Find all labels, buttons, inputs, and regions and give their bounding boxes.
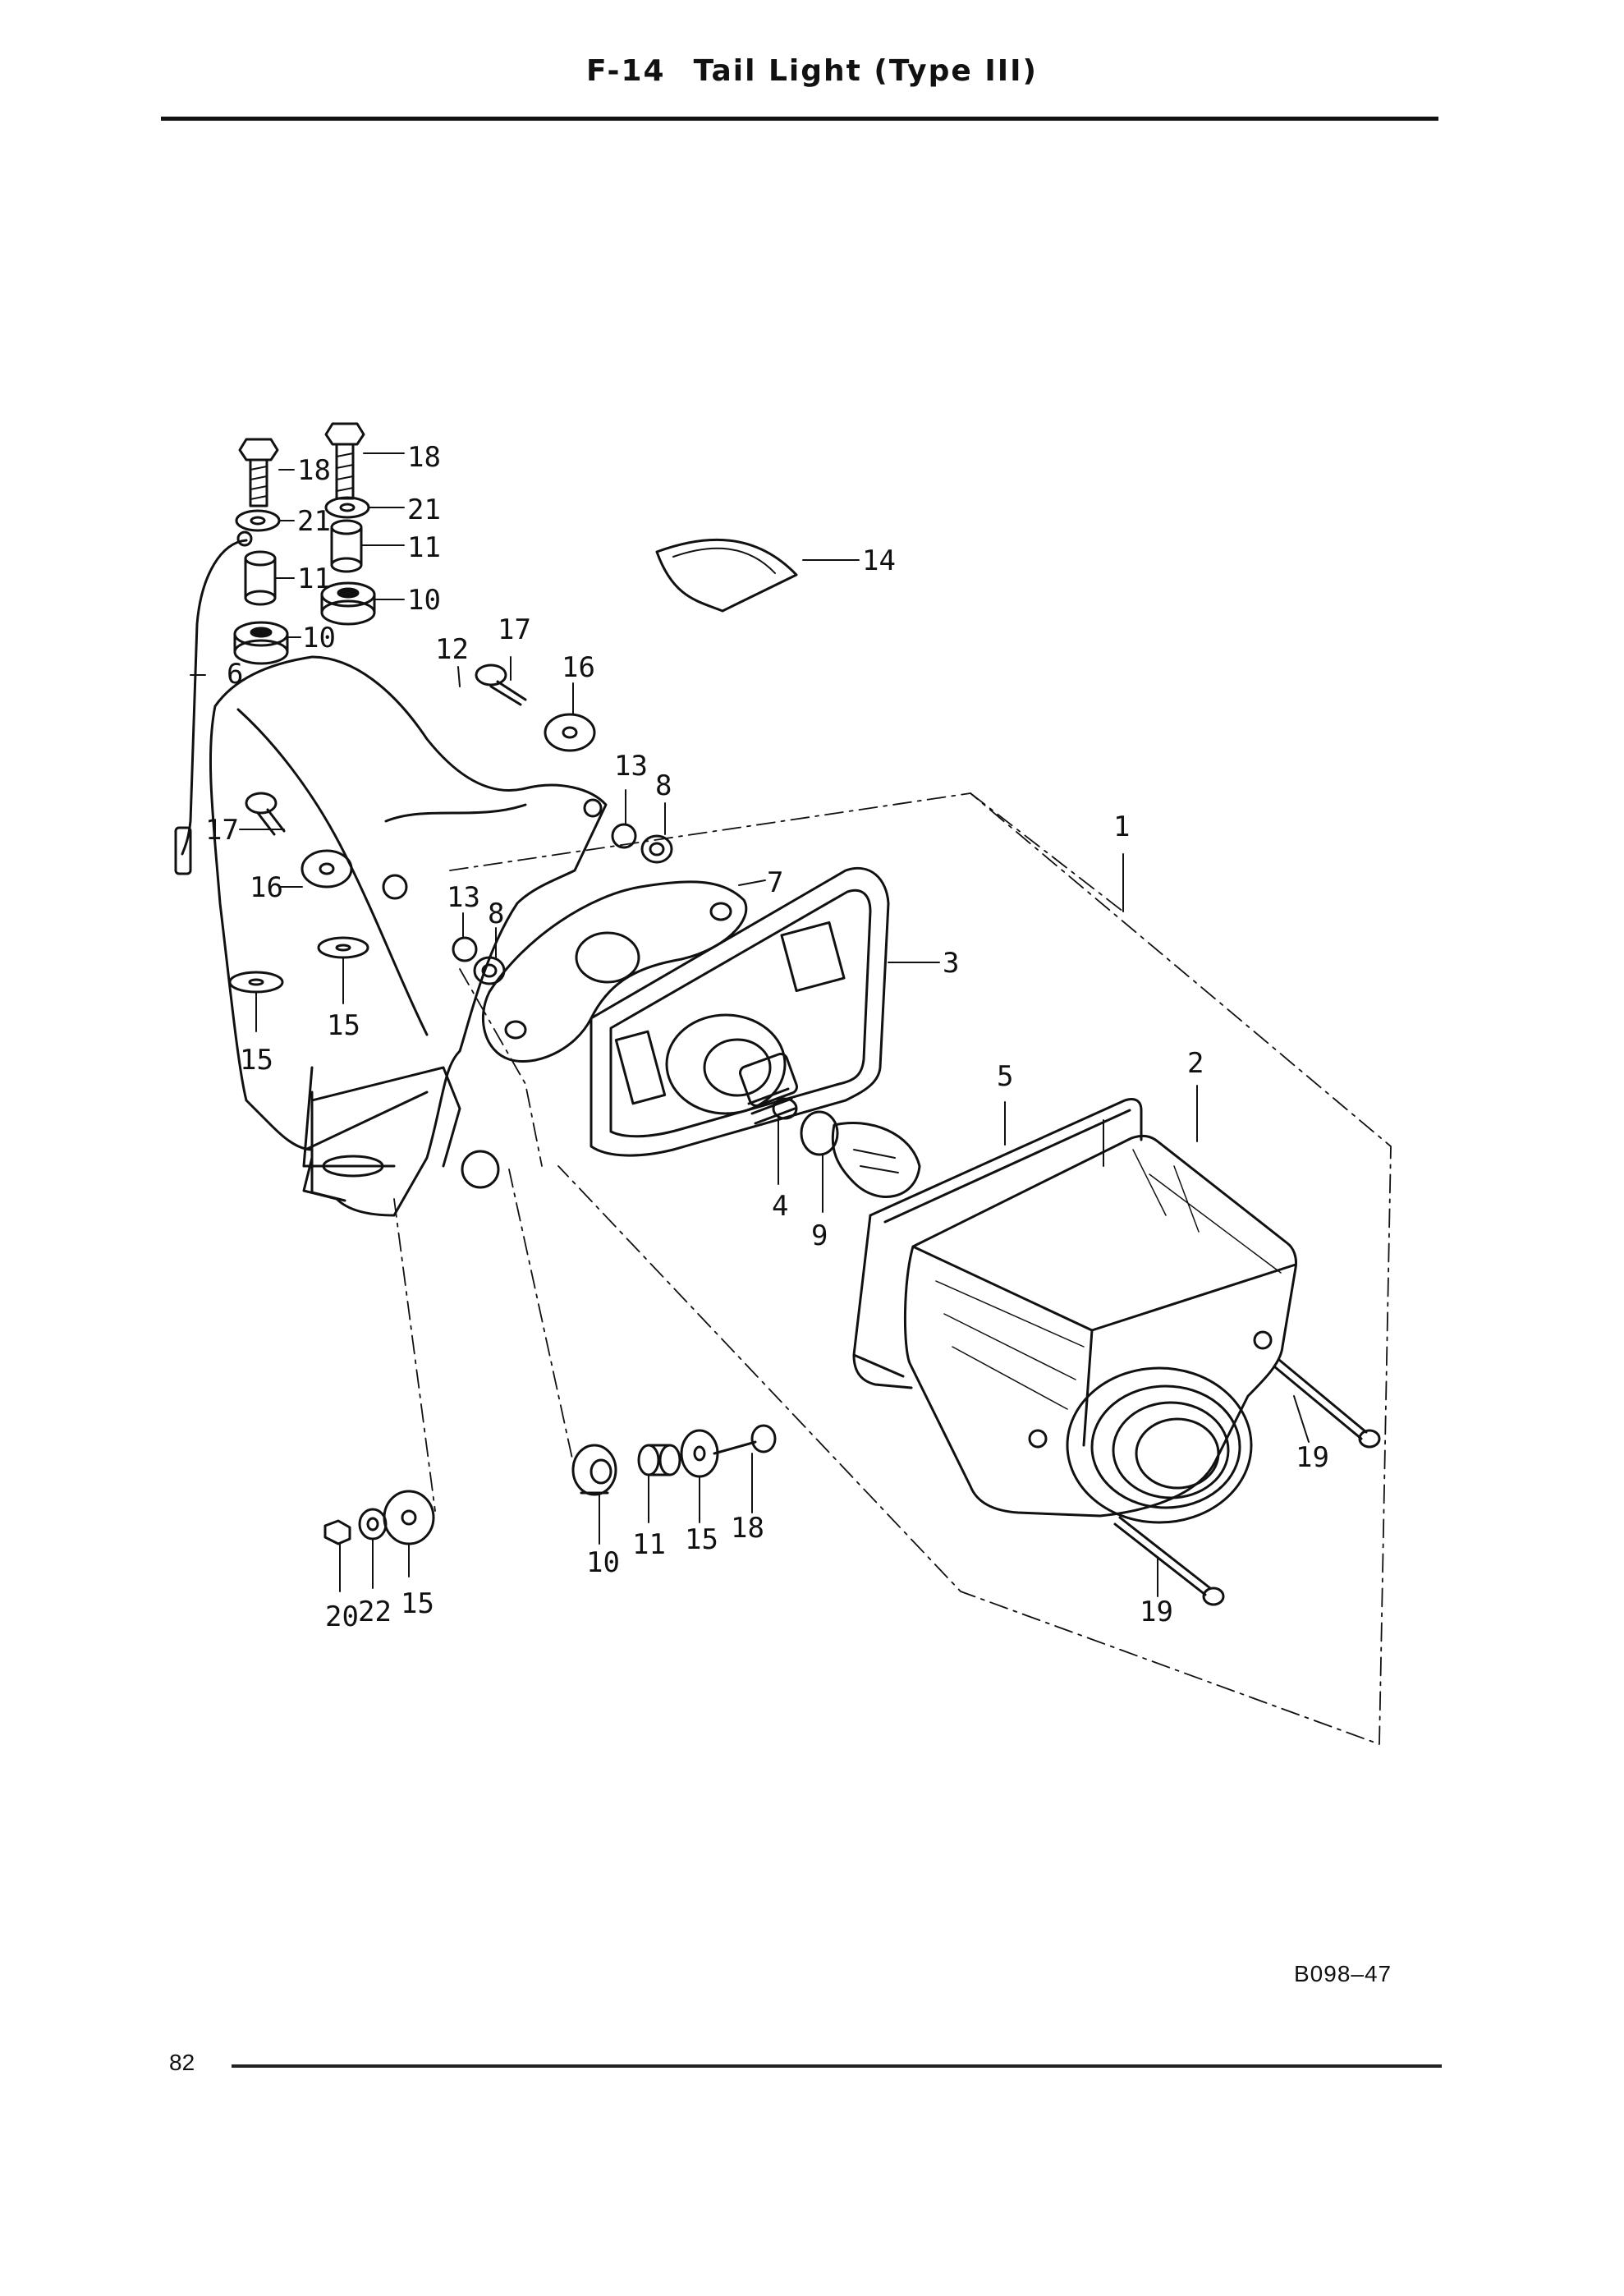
callout-21-left: 21 xyxy=(297,505,331,538)
callout-4: 4 xyxy=(772,1190,788,1223)
page-title: F-14 Tail Light (Type III) xyxy=(0,54,1624,88)
callout-2: 2 xyxy=(1187,1047,1204,1080)
bolt-18-lower xyxy=(713,1424,777,1455)
callout-11-lower: 11 xyxy=(632,1528,666,1561)
callout-11-left: 11 xyxy=(297,563,331,595)
long-screw-19-right xyxy=(1273,1358,1381,1449)
callout-22: 22 xyxy=(358,1596,392,1628)
callout-9: 9 xyxy=(811,1219,828,1252)
wire-terminal xyxy=(174,826,192,875)
callout-10-lower: 10 xyxy=(586,1546,620,1579)
washer-15-lower-left xyxy=(383,1490,435,1545)
section-code: F-14 xyxy=(586,54,666,88)
callout-16-top: 16 xyxy=(562,651,595,684)
long-screw-19-bottom xyxy=(1113,1516,1225,1606)
header-rule xyxy=(161,117,1438,121)
washer-22 xyxy=(358,1508,388,1541)
washer-16-left xyxy=(300,849,353,889)
callout-20: 20 xyxy=(325,1600,359,1633)
callout-17-left: 17 xyxy=(205,814,239,847)
washer-15-a xyxy=(317,936,369,959)
bulb-9 xyxy=(800,1110,921,1198)
page-number: 82 xyxy=(169,2050,195,2075)
callout-10-right: 10 xyxy=(407,584,441,617)
callout-18-right: 18 xyxy=(407,441,441,474)
base-plate-3 xyxy=(590,866,890,1157)
collar-11-right xyxy=(330,519,363,573)
bolt-18-left xyxy=(238,438,279,507)
collar-11-lower xyxy=(637,1444,681,1476)
callout-15-a: 15 xyxy=(327,1009,360,1042)
collar-11-left xyxy=(244,550,277,606)
callout-14: 14 xyxy=(862,544,896,577)
callout-7: 7 xyxy=(767,866,783,899)
callout-15-b: 15 xyxy=(240,1044,273,1077)
callout-15-lower: 15 xyxy=(685,1523,718,1556)
washer-21-right xyxy=(324,496,370,519)
callout-17-top: 17 xyxy=(498,613,531,646)
callout-13-mid: 13 xyxy=(447,881,480,914)
ring-8-top xyxy=(640,834,673,864)
figure-code: B098–47 xyxy=(1294,1961,1392,1986)
lens-gasket-5 xyxy=(852,1098,1143,1389)
grommet-10-right xyxy=(320,581,376,626)
footer-rule xyxy=(232,2064,1442,2068)
tail-lens-2 xyxy=(903,1134,1297,1524)
callout-16-left: 16 xyxy=(250,871,283,904)
nut-13-top xyxy=(611,823,637,849)
callout-13-top: 13 xyxy=(614,750,648,783)
callout-6: 6 xyxy=(227,658,243,691)
nut-13-mid xyxy=(452,936,478,962)
callout-19-right: 19 xyxy=(1296,1441,1329,1474)
callout-labels: 18 18 21 21 11 11 10 10 6 12 17 16 17 16… xyxy=(205,441,1329,1633)
fender-bracket-12 xyxy=(209,655,608,1217)
callout-8-mid: 8 xyxy=(488,898,504,930)
washer-16-top xyxy=(544,713,596,752)
socket-4 xyxy=(739,1053,798,1125)
callout-1: 1 xyxy=(1113,810,1130,843)
gasket-7 xyxy=(482,880,748,1063)
washer-21-left xyxy=(235,509,281,532)
callout-12: 12 xyxy=(435,633,469,666)
reflector-14 xyxy=(655,538,798,613)
callout-8-top: 8 xyxy=(655,769,672,802)
callout-10-left: 10 xyxy=(302,622,336,654)
callout-11-right: 11 xyxy=(407,531,441,564)
callout-18-lower: 18 xyxy=(731,1512,764,1545)
section-title: Tail Light (Type III) xyxy=(693,54,1038,88)
washer-15-b xyxy=(228,971,284,994)
callout-19-bottom: 19 xyxy=(1140,1596,1173,1628)
nut-20 xyxy=(323,1519,351,1545)
washer-15-lower xyxy=(680,1429,719,1478)
callout-15-lower-left: 15 xyxy=(401,1587,434,1620)
screw-17-top xyxy=(475,664,527,706)
callout-21-right: 21 xyxy=(407,494,441,526)
bolt-18-right xyxy=(324,422,365,500)
callout-5: 5 xyxy=(997,1060,1013,1093)
callout-18-left: 18 xyxy=(297,454,331,487)
wire-harness xyxy=(181,539,248,856)
callout-3: 3 xyxy=(943,947,959,980)
screw-17-left xyxy=(245,792,286,836)
grommet-10-lower xyxy=(571,1444,617,1496)
